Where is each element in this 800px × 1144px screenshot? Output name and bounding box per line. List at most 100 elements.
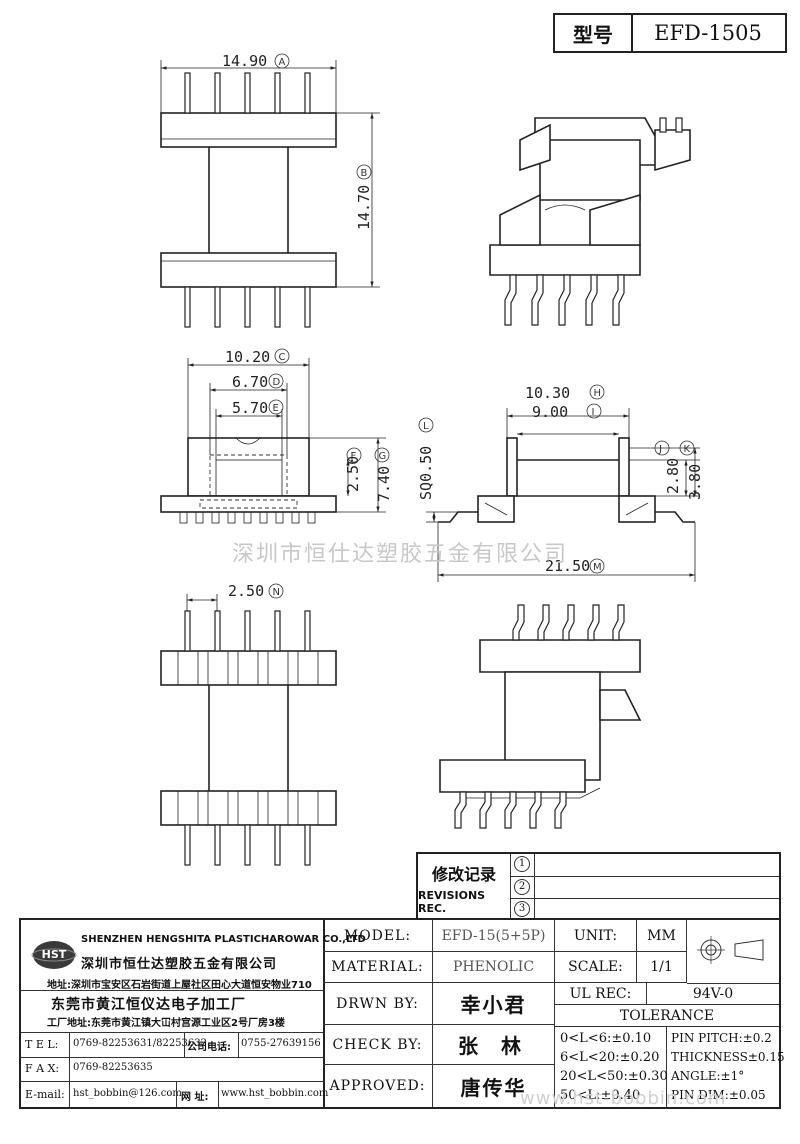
dim-e-marker: E (268, 399, 284, 415)
phone-value: 0755-27639156 (241, 1038, 321, 1049)
dim-i-marker: I (586, 403, 602, 419)
dim-e-value: 5.70 (232, 399, 268, 417)
svg-text:B: B (361, 168, 368, 179)
dim-k-value: 3.80 (686, 464, 704, 500)
fax-row: F A X: 0769-82253635 (21, 1058, 323, 1082)
svg-text:I: I (592, 407, 595, 418)
revision-row-2[interactable]: 2 (510, 876, 779, 899)
dim-i-value: 9.00 (532, 403, 568, 421)
check-label: CHECK BY: (323, 1025, 433, 1065)
dim-n-value: 2.50 (228, 582, 264, 600)
drawn-label: DRWN BY: (323, 983, 433, 1025)
bottom-top-pins (184, 610, 311, 652)
tol-pitch: PIN PITCH:±0.2 (671, 1031, 772, 1045)
front-view (160, 60, 380, 328)
dim-c-marker: C (274, 348, 290, 364)
tol-3: 20<L<50:±0.30 (560, 1069, 668, 1084)
dim-g-value: 7.40 (375, 466, 393, 502)
tol-2: 6<L<20:±0.20 (560, 1050, 660, 1065)
tel-row: T E L: 0769-82253631/82253632 公司电话: 0755… (21, 1033, 323, 1058)
revision-row-3[interactable]: 3 (510, 898, 779, 921)
dim-d-marker: D (268, 373, 284, 389)
tolerance-ranges: 0<L<6:±0.10 6<L<20:±0.20 20<L<50:±0.30 5… (555, 1027, 668, 1107)
iso-bottom-up-pins (512, 604, 625, 641)
watermark-url: www.hst-bobbin.com (520, 1088, 727, 1109)
model-header-label: 型号 (555, 15, 633, 51)
dim-m-marker: M (589, 558, 605, 574)
profile-view (426, 408, 700, 582)
revisions-title: 修改记录 REVISIONS REC. (418, 854, 511, 921)
dim-f-value: 2.50 (344, 456, 362, 492)
svg-text:J: J (658, 444, 662, 455)
iso-view-top (489, 117, 691, 326)
material-label: MATERIAL: (323, 952, 433, 983)
company-logo: HST (31, 938, 77, 972)
web-value[interactable]: www.hst_bobbin.com (221, 1088, 329, 1099)
model-header: 型号 EFD-1505 (553, 13, 787, 53)
fax-value: 0769-82253635 (73, 1062, 153, 1073)
email-label: E-mail: (25, 1088, 65, 1101)
svg-text:H: H (594, 388, 602, 399)
revision-mark-1: 1 (514, 856, 530, 872)
spec-section: MODEL: EFD-15(5+5P) MATERIAL: PHENOLIC D… (323, 920, 785, 1107)
company-divider-2 (21, 1032, 323, 1033)
ul-label: UL REC: (555, 983, 647, 1005)
bottom-view (160, 594, 337, 866)
scale-value: 1/1 (637, 952, 687, 983)
company-name-en: SHENZHEN HENGSHITA PLASTICHAROWAR CO.,LT… (81, 934, 366, 945)
company-name-cn: 深圳市恒仕达塑胶五金有限公司 (81, 957, 278, 972)
revision-row-1[interactable]: 1 (510, 854, 779, 877)
iso-view-bottom (439, 604, 642, 829)
svg-text:A: A (279, 57, 286, 68)
model-header-value: EFD-1505 (654, 21, 762, 45)
revisions-box: 修改记录 REVISIONS REC. 1 2 3 (416, 852, 781, 921)
iso-top-pins (504, 274, 625, 326)
svg-text:M: M (593, 562, 602, 573)
tol-thickness: THICKNESS±0.15 (671, 1050, 785, 1064)
factory-address: 工厂地址:东莞市黄江镇大冚村宫源工业区2号厂房3楼 (47, 1018, 285, 1029)
bottom-bottom-pins (184, 824, 311, 866)
dim-a-marker: A (274, 53, 290, 69)
dim-a-value: 14.90 (222, 52, 267, 70)
approved-label: APPROVED: (323, 1065, 433, 1107)
front-top-pins (184, 72, 311, 114)
model-value: EFD-15(5+5P) (433, 920, 555, 952)
dim-h-marker: H (589, 384, 605, 400)
phone-label: 公司电话: (187, 1042, 231, 1053)
dim-l-marker: L (418, 417, 434, 433)
fax-label: F A X: (25, 1062, 60, 1075)
check-value: 张 林 (433, 1025, 555, 1065)
dim-k-marker: K (679, 440, 695, 456)
svg-text:K: K (684, 444, 691, 455)
dim-c-value: 10.20 (225, 348, 270, 366)
svg-text:E: E (273, 403, 279, 414)
svg-text:G: G (379, 451, 387, 462)
dim-h-value: 10.30 (525, 384, 570, 402)
unit-value: MM (637, 920, 687, 952)
scale-label: SCALE: (555, 952, 637, 983)
dim-f-marker: F (346, 447, 362, 463)
bottom-view-slots (177, 651, 319, 825)
approved-value: 唐传华 (433, 1065, 555, 1107)
email-row: E-mail: hst_bobbin@126.com 网 址: www.hst_… (21, 1082, 328, 1107)
factory-name: 东莞市黄江恒仪达电子加工厂 (51, 997, 246, 1013)
company-logo-text: HST (41, 948, 67, 961)
dim-j-value: 2.80 (664, 458, 682, 494)
watermark-company: 深圳市恒仕达塑胶五金有限公司 (231, 542, 568, 567)
front-bottom-pins (184, 286, 311, 328)
dim-j-marker: J (654, 440, 670, 456)
svg-text:L: L (423, 421, 429, 432)
svg-text:F: F (351, 451, 357, 462)
tol-pindim: PIN DIM:±0.05 (671, 1088, 766, 1102)
title-block: HST SHENZHEN HENGSHITA PLASTICHAROWAR CO… (19, 918, 785, 1109)
model-label: MODEL: (323, 920, 433, 952)
svg-text:C: C (279, 352, 286, 363)
dim-n-marker: N (268, 583, 284, 599)
email-value[interactable]: hst_bobbin@126.com (73, 1088, 182, 1099)
tol-4: 50<L:±0.40 (560, 1088, 641, 1103)
side-pin-slots (179, 511, 316, 524)
tolerance-general: PIN PITCH:±0.2 THICKNESS±0.15 ANGLE:±1° … (667, 1027, 785, 1107)
iso-bottom-down-pins (454, 791, 567, 829)
svg-text:D: D (273, 377, 281, 388)
